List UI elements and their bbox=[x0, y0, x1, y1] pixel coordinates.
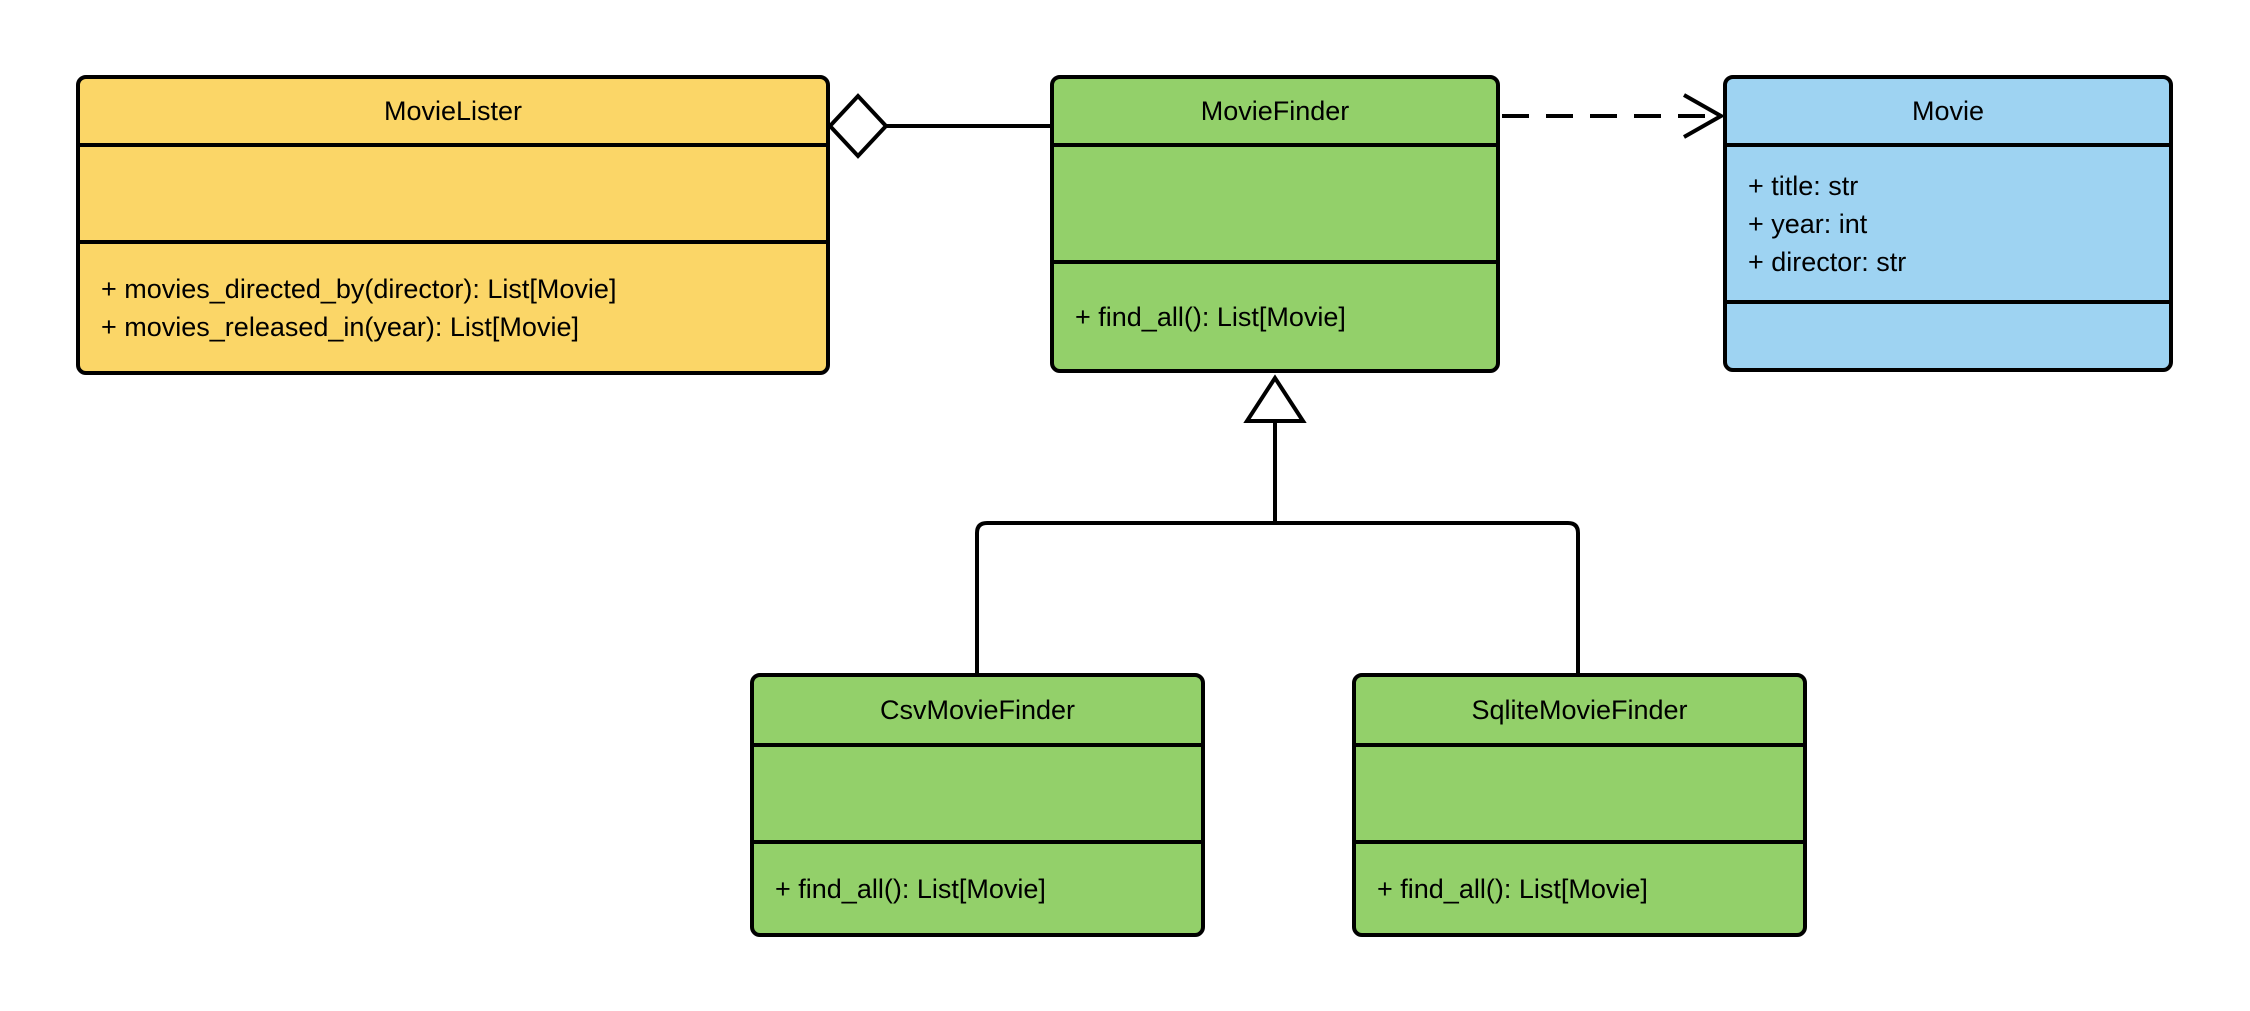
class-box-moviefinder[interactable]: MovieFinder + find_all(): List[Movie] bbox=[1050, 75, 1500, 373]
aggregation-diamond-icon bbox=[827, 93, 889, 159]
methods-compartment-csvmoviefinder: + find_all(): List[Movie] bbox=[754, 840, 1201, 933]
methods-compartment-movielister: + movies_directed_by(director): List[Mov… bbox=[80, 240, 826, 371]
class-box-csvmoviefinder[interactable]: CsvMovieFinder + find_all(): List[Movie] bbox=[750, 673, 1205, 937]
class-title-csvmoviefinder: CsvMovieFinder bbox=[879, 694, 1076, 725]
attribute-row: + director: str bbox=[1748, 246, 1907, 277]
methods-compartment-sqlitemoviefinder: + find_all(): List[Movie] bbox=[1356, 840, 1803, 933]
class-box-sqlitemoviefinder[interactable]: SqliteMovieFinder + find_all(): List[Mov… bbox=[1352, 673, 1807, 937]
attribute-row: + year: int bbox=[1748, 208, 1868, 239]
class-title-movie: Movie bbox=[1911, 95, 1985, 126]
method-row: + movies_directed_by(director): List[Mov… bbox=[101, 273, 617, 304]
class-box-movie[interactable]: Movie + title: str + year: int + directo… bbox=[1723, 75, 2173, 372]
aggregation-connector[interactable] bbox=[827, 93, 1052, 159]
dependency-connector[interactable] bbox=[1502, 93, 1726, 139]
methods-compartment-movie bbox=[1727, 300, 2169, 368]
attributes-compartment-csvmoviefinder bbox=[754, 743, 1201, 840]
class-title-moviefinder: MovieFinder bbox=[1200, 95, 1350, 126]
method-row: + movies_released_in(year): List[Movie] bbox=[101, 311, 579, 342]
method-row: + find_all(): List[Movie] bbox=[775, 873, 1046, 904]
attributes-compartment-movie: + title: str + year: int + director: str bbox=[1727, 143, 2169, 300]
generalization-connector[interactable] bbox=[975, 374, 1580, 673]
attribute-row: + title: str bbox=[1748, 170, 1859, 201]
class-title-sqlitemoviefinder: SqliteMovieFinder bbox=[1471, 694, 1688, 725]
method-row: + find_all(): List[Movie] bbox=[1377, 873, 1648, 904]
generalization-triangle-icon bbox=[1243, 374, 1307, 423]
attributes-compartment-sqlitemoviefinder bbox=[1356, 743, 1803, 840]
methods-compartment-moviefinder: + find_all(): List[Movie] bbox=[1054, 260, 1496, 369]
attributes-compartment-movielister bbox=[80, 143, 826, 240]
method-row: + find_all(): List[Movie] bbox=[1075, 301, 1346, 332]
class-box-movielister[interactable]: MovieLister + movies_directed_by(directo… bbox=[76, 75, 830, 375]
attributes-compartment-moviefinder bbox=[1054, 143, 1496, 260]
dependency-open-arrow-icon bbox=[1683, 93, 1726, 139]
class-title-movielister: MovieLister bbox=[383, 95, 523, 126]
